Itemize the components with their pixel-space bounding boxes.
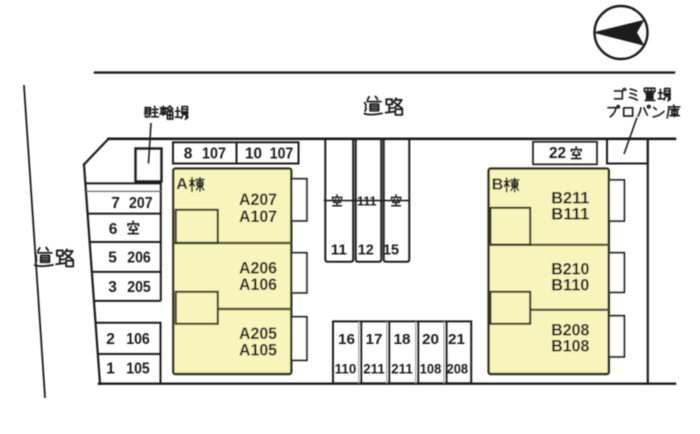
svg-text:A205: A205 [239,324,277,343]
svg-text:8: 8 [184,145,193,162]
svg-text:17: 17 [366,331,383,348]
svg-text:A105: A105 [239,340,277,359]
svg-text:B111: B111 [551,205,589,224]
svg-text:211: 211 [363,360,385,376]
svg-text:106: 106 [126,331,150,348]
svg-text:16: 16 [338,331,355,348]
svg-text:B108: B108 [551,337,589,356]
svg-text:211: 211 [391,360,413,376]
svg-text:207: 207 [129,195,153,212]
svg-text:107: 107 [270,145,294,162]
svg-text:A206: A206 [239,259,277,278]
svg-text:205: 205 [127,279,151,296]
svg-text:105: 105 [126,361,150,378]
svg-text:6: 6 [109,221,118,238]
svg-text:3: 3 [108,279,117,296]
svg-text:15: 15 [383,242,399,259]
svg-text:22: 22 [549,145,566,162]
svg-text:108: 108 [420,360,442,376]
svg-text:B208: B208 [551,321,589,340]
svg-text:110: 110 [335,360,357,376]
svg-text:206: 206 [127,250,151,267]
svg-text:A: A [176,176,188,193]
svg-text:111: 111 [357,193,377,208]
svg-text:B211: B211 [551,189,589,208]
svg-text:5: 5 [108,250,117,267]
svg-text:B: B [492,176,504,193]
svg-text:21: 21 [448,331,465,348]
svg-text:20: 20 [422,331,439,348]
svg-text:A107: A107 [239,207,277,226]
svg-text:2: 2 [106,331,115,348]
svg-text:7: 7 [111,195,120,212]
svg-text:A207: A207 [239,190,277,209]
svg-text:12: 12 [358,242,374,259]
svg-text:11: 11 [331,242,347,259]
svg-text:10: 10 [245,145,262,162]
svg-text:18: 18 [394,331,411,348]
svg-text:208: 208 [447,360,469,376]
svg-text:107: 107 [202,145,226,162]
svg-text:1: 1 [106,361,115,378]
svg-text:A106: A106 [239,275,277,294]
svg-text:B210: B210 [551,260,589,279]
svg-text:B110: B110 [551,276,589,295]
